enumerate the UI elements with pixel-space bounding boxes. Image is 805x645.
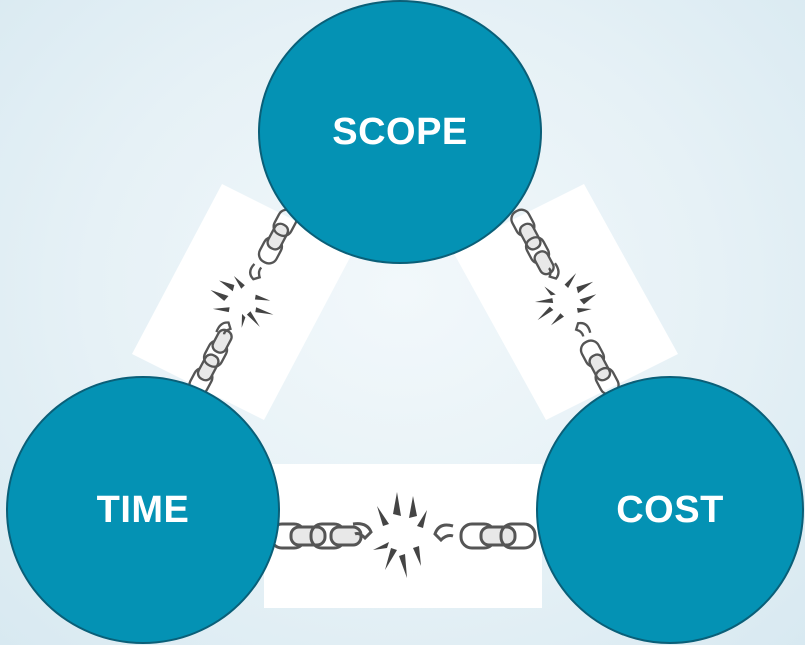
scope-label: SCOPE	[332, 110, 468, 153]
broken-chain-icon	[452, 184, 678, 420]
broken-chain-icon	[132, 184, 354, 420]
link-scope-time	[132, 184, 354, 420]
scope-node: SCOPE	[258, 0, 542, 264]
cost-node: COST	[536, 376, 804, 644]
time-label: TIME	[96, 488, 190, 531]
time-node: TIME	[6, 376, 280, 644]
broken-chain-icon	[269, 490, 537, 580]
link-scope-cost	[452, 184, 678, 420]
link-time-cost	[264, 464, 542, 608]
cost-label: COST	[616, 488, 724, 531]
